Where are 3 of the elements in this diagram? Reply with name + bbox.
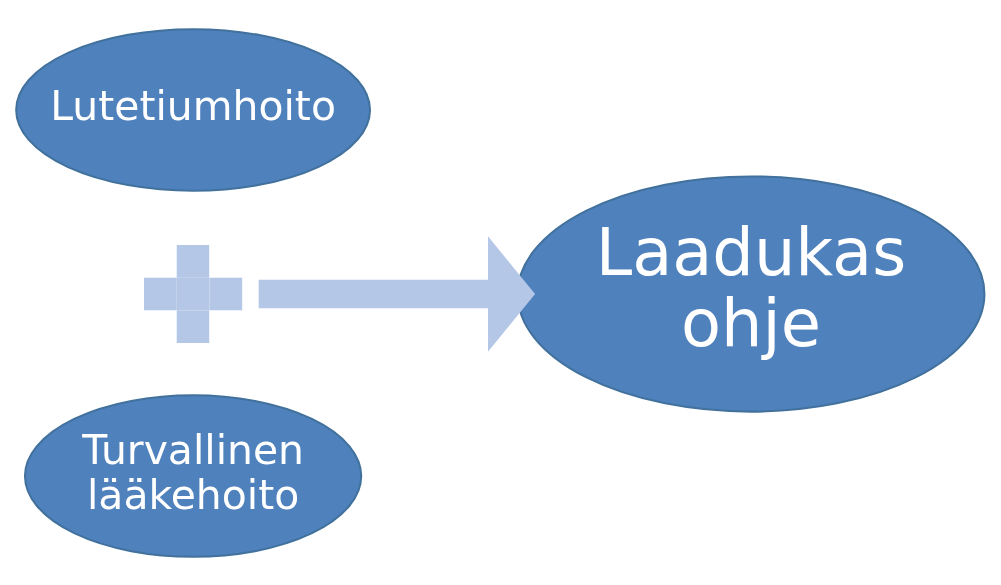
node-ellipse: Lutetiumhoito [15, 27, 371, 192]
node-ellipse: Turvallinen lääkehoito [23, 393, 363, 558]
arrow [258, 235, 536, 352]
